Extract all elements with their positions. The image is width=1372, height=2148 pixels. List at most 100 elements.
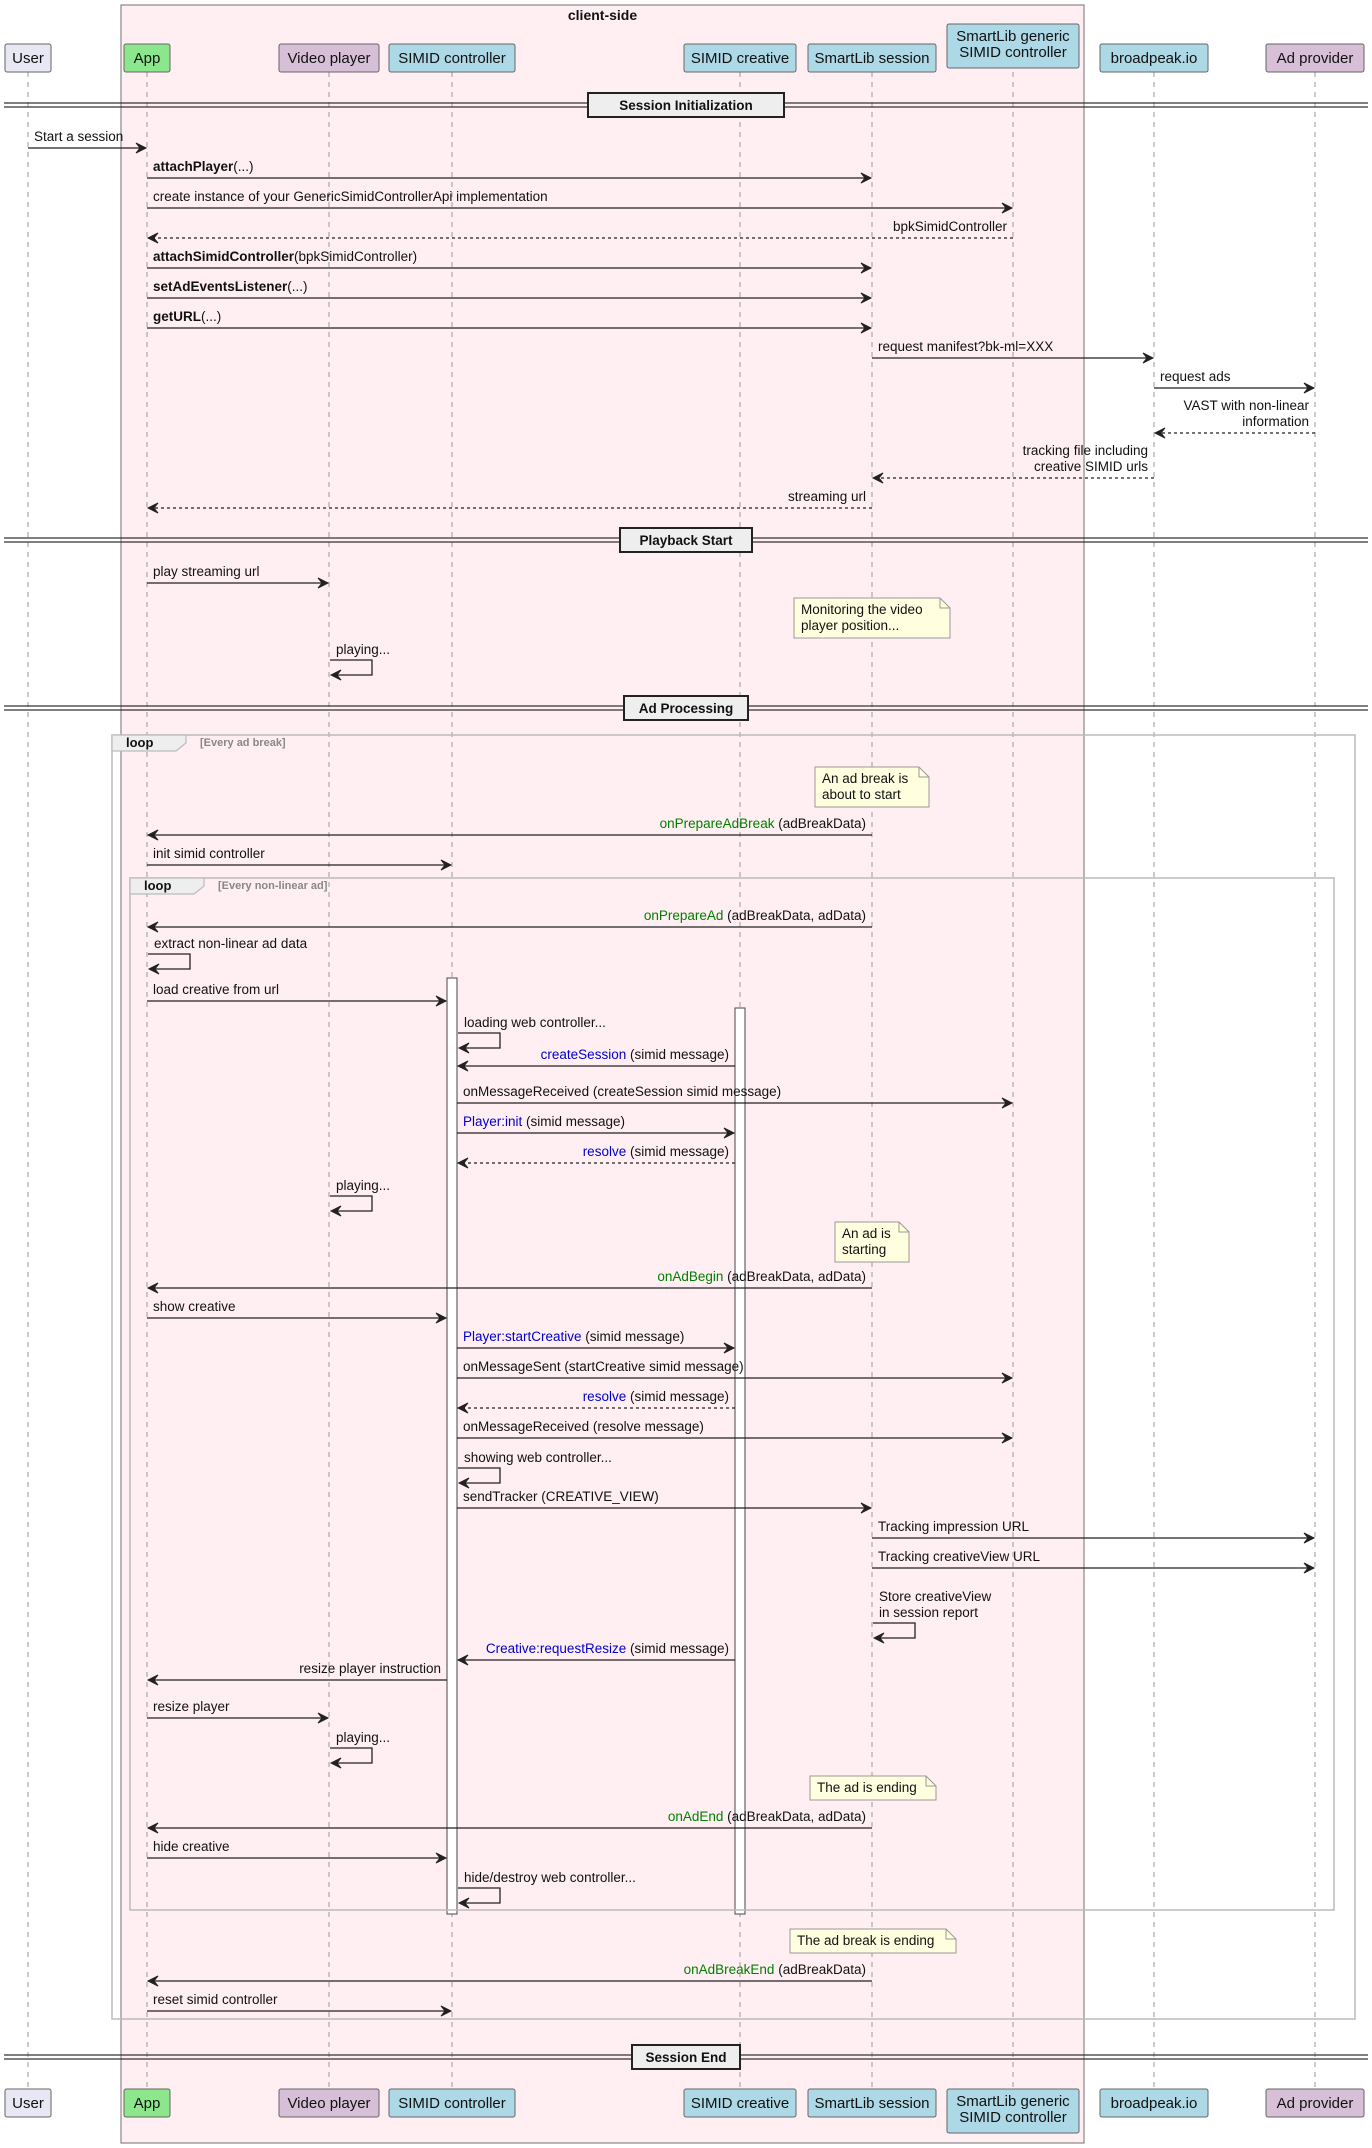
participant-name: broadpeak.io [1111,2095,1198,2112]
message-label: in session report [879,1605,978,1620]
message-label-segment: onPrepareAdBreak [660,816,775,831]
message-label: request ads [1160,369,1231,384]
section-divider-3: Session End [4,2044,1368,2070]
message-label-segment: reset simid controller [153,1992,278,2007]
self-message-line [873,1622,916,1639]
self-message-line [458,1887,501,1904]
participant-name: Video player [287,2095,370,2112]
participant-name: Video player [287,50,370,67]
self-message-line [148,953,191,970]
message-29: resolve (simid message) [456,1389,735,1414]
message-label-segment: (adBreakData, adData) [723,1809,866,1824]
message-label-segment: (simid message) [626,1144,729,1159]
note-text-line: Monitoring the video [801,602,923,617]
message-label: onAdEnd (adBreakData, adData) [668,1809,866,1824]
note-text-line: An ad break is [822,771,909,786]
message-label: loading web controller... [464,1015,606,1030]
message-label: attachPlayer(...) [153,159,254,174]
message-label-segment: (simid message) [522,1114,625,1129]
message-label-segment: in session report [879,1605,978,1620]
participant-smartlib-bottom: SmartLib session [807,2088,937,2118]
participant-name: User [12,50,44,67]
loop-keyword: loop [144,878,171,893]
message-34: Tracking creativeView URL [872,1549,1316,1574]
message-label: onPrepareAd (adBreakData, adData) [644,908,866,923]
message-label: load creative from url [153,982,279,997]
client-side-box [120,4,1085,2144]
message-label-segment: streaming url [788,489,866,504]
message-label: attachSimidController(bpkSimidController… [153,249,417,264]
message-label-segment: (adBreakData) [774,1962,866,1977]
message-label-segment: Tracking creativeView URL [878,1549,1041,1564]
message-label: streaming url [788,489,866,504]
message-23: resolve (simid message) [456,1144,735,1169]
message-label: Tracking impression URL [878,1519,1030,1534]
message-label-segment: (simid message) [626,1389,729,1404]
message-37: resize player instruction [146,1661,447,1686]
message-label: onMessageSent (startCreative simid messa… [463,1359,744,1374]
participant-broadpeak-top: broadpeak.io [1099,43,1209,73]
message-label: hide/destroy web controller... [464,1870,636,1885]
message-label-segment: extract non-linear ad data [154,936,308,951]
message-36: Creative:requestResize (simid message) [456,1641,735,1666]
note-text-line: The ad break is ending [797,1933,934,1948]
message-41: hide creative [147,1839,448,1864]
message-label: onAdBegin (adBreakData, adData) [657,1269,866,1284]
message-label: Player:startCreative (simid message) [463,1329,684,1344]
message-4: attachSimidController(bpkSimidController… [147,249,873,274]
message-40: onAdEnd (adBreakData, adData) [146,1809,872,1834]
message-44: reset simid controller [147,1992,453,2017]
message-8: request ads [1154,369,1316,394]
message-25: onAdBegin (adBreakData, adData) [146,1269,872,1294]
message-18: load creative from url [147,982,448,1007]
message-label-segment: play streaming url [153,564,260,579]
message-30: onMessageReceived (resolve message) [457,1419,1014,1444]
section-label: Playback Start [639,533,733,548]
message-27: Player:startCreative (simid message) [457,1329,736,1354]
section-divider-2: Ad Processing [4,695,1368,721]
message-label: onAdBreakEnd (adBreakData) [684,1962,866,1977]
message-label: sendTracker (CREATIVE_VIEW) [463,1489,659,1504]
message-label-segment: create instance of your GenericSimidCont… [153,189,548,204]
loop-condition: [Every ad break] [200,737,286,749]
note-3: The ad is ending [809,1775,937,1801]
message-label-segment: (adBreakData, adData) [723,1269,866,1284]
self-message-line [458,1032,501,1049]
message-3: bpkSimidController [146,219,1013,244]
loop-frame-0: loop [Every ad break] [111,734,1356,2020]
message-label-segment: creative SIMID urls [1034,459,1148,474]
participant-name: User [12,2095,44,2112]
message-label-segment: show creative [153,1299,236,1314]
message-6: getURL(...) [147,309,873,334]
loop-condition: [Every non-linear ad] [218,880,328,892]
messages-layer: Start a session attachPlayer(...) create i… [28,129,1316,2017]
message-label: resolve (simid message) [583,1144,729,1159]
participant-video-top: Video player [278,43,380,73]
message-label: Start a session [34,129,123,144]
message-label-segment: (simid message) [582,1329,685,1344]
message-label-segment: hide creative [153,1839,230,1854]
message-label: request manifest?bk-ml=XXX [878,339,1053,354]
message-label: Store creativeView [879,1589,992,1604]
message-24: playing... [329,1178,390,1217]
message-label: resolve (simid message) [583,1389,729,1404]
loop-frames-layer: loop[Every ad break]loop[Every non-linea… [111,734,1356,2020]
participant-name: App [134,2095,161,2112]
message-label-segment: (adBreakData) [774,816,866,831]
participant-name: SIMID controller [398,50,506,67]
message-label: showing web controller... [464,1450,612,1465]
message-39: playing... [329,1730,390,1769]
loop-frame-1: loop [Every non-linear ad] [129,877,1335,1911]
message-label: create instance of your GenericSimidCont… [153,189,548,204]
participant-name: SIMID creative [691,50,789,67]
message-label-segment: (...) [233,159,253,174]
message-label-segment: (...) [287,279,307,294]
